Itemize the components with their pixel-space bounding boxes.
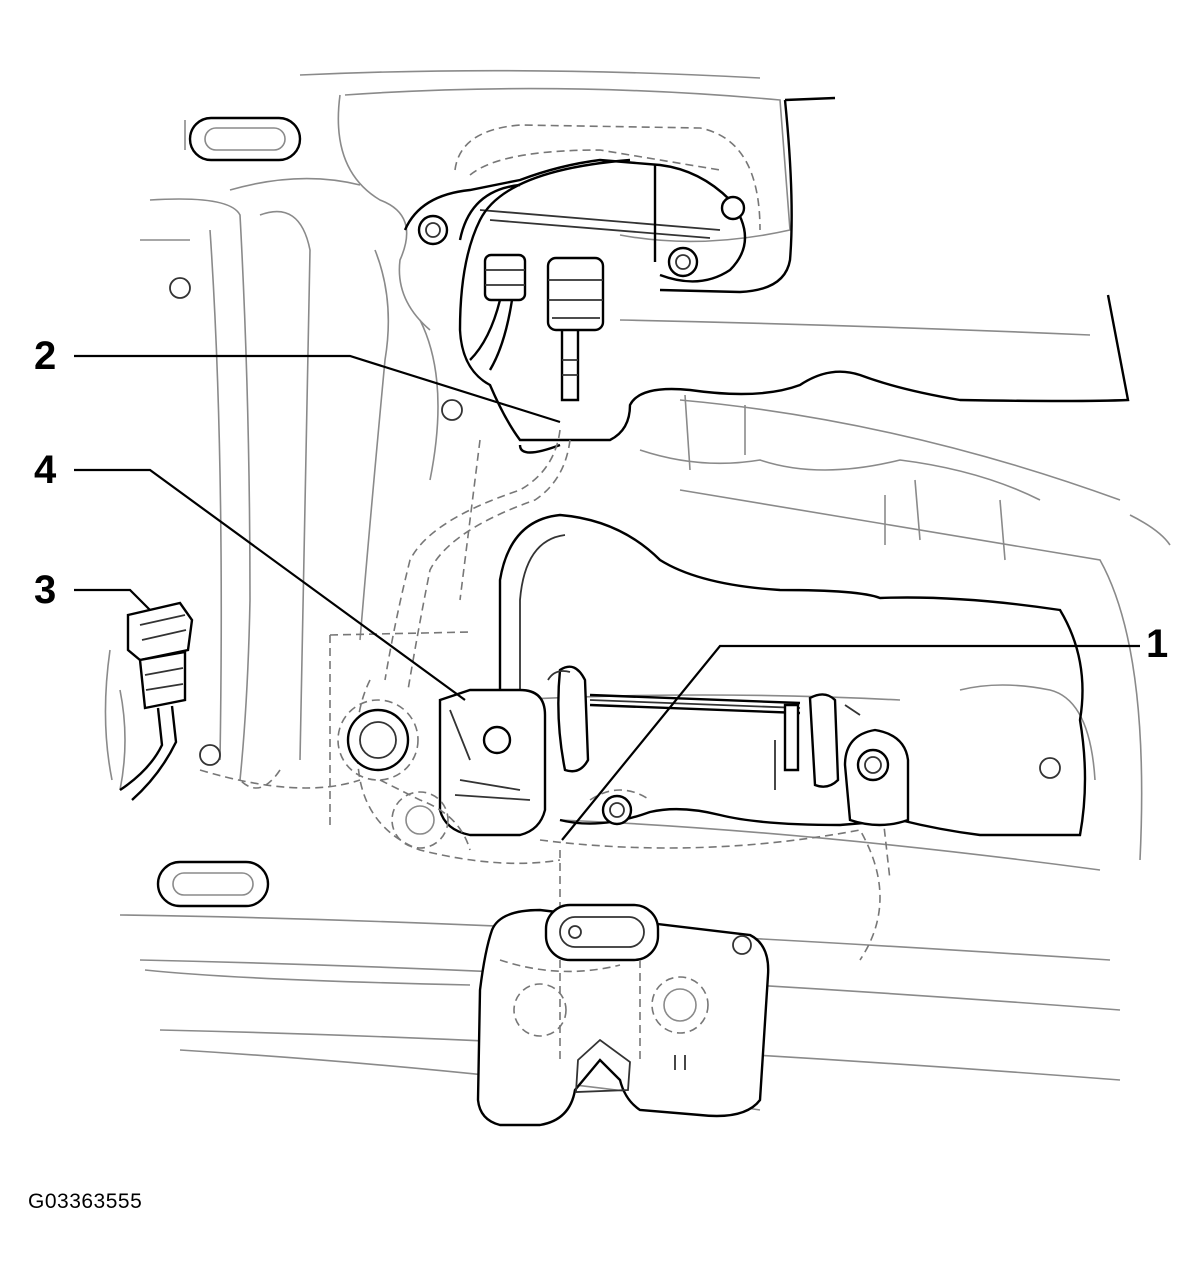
figure-id: G03363555 <box>28 1190 143 1213</box>
leader-line-3 <box>74 588 151 611</box>
right-mounting-bracket <box>843 728 910 827</box>
callout-1: 1 <box>1146 622 1169 666</box>
leader-line-4 <box>74 468 466 701</box>
release-rod <box>547 665 861 790</box>
round-grommet <box>337 699 419 781</box>
callout-3: 3 <box>34 568 57 612</box>
wiring-harness-outline <box>458 158 1130 454</box>
leader-line-1 <box>561 644 1140 841</box>
upper-actuator-bracket <box>403 96 836 294</box>
callout-4: 4 <box>34 448 57 492</box>
latch-mounting-frame <box>498 513 1087 837</box>
leader-lines <box>74 354 1140 841</box>
hidden-cable-routing <box>199 429 891 961</box>
leader-line-2 <box>74 354 561 424</box>
body-mounting-holes <box>156 116 1061 908</box>
hidden-latch-mechanism <box>391 789 651 849</box>
lock-striker-catch <box>476 903 770 1127</box>
cable-connector-assembly <box>469 253 605 402</box>
callout-2: 2 <box>34 334 57 378</box>
latch-actuator-housing <box>355 679 561 865</box>
plug-connector <box>119 601 194 801</box>
